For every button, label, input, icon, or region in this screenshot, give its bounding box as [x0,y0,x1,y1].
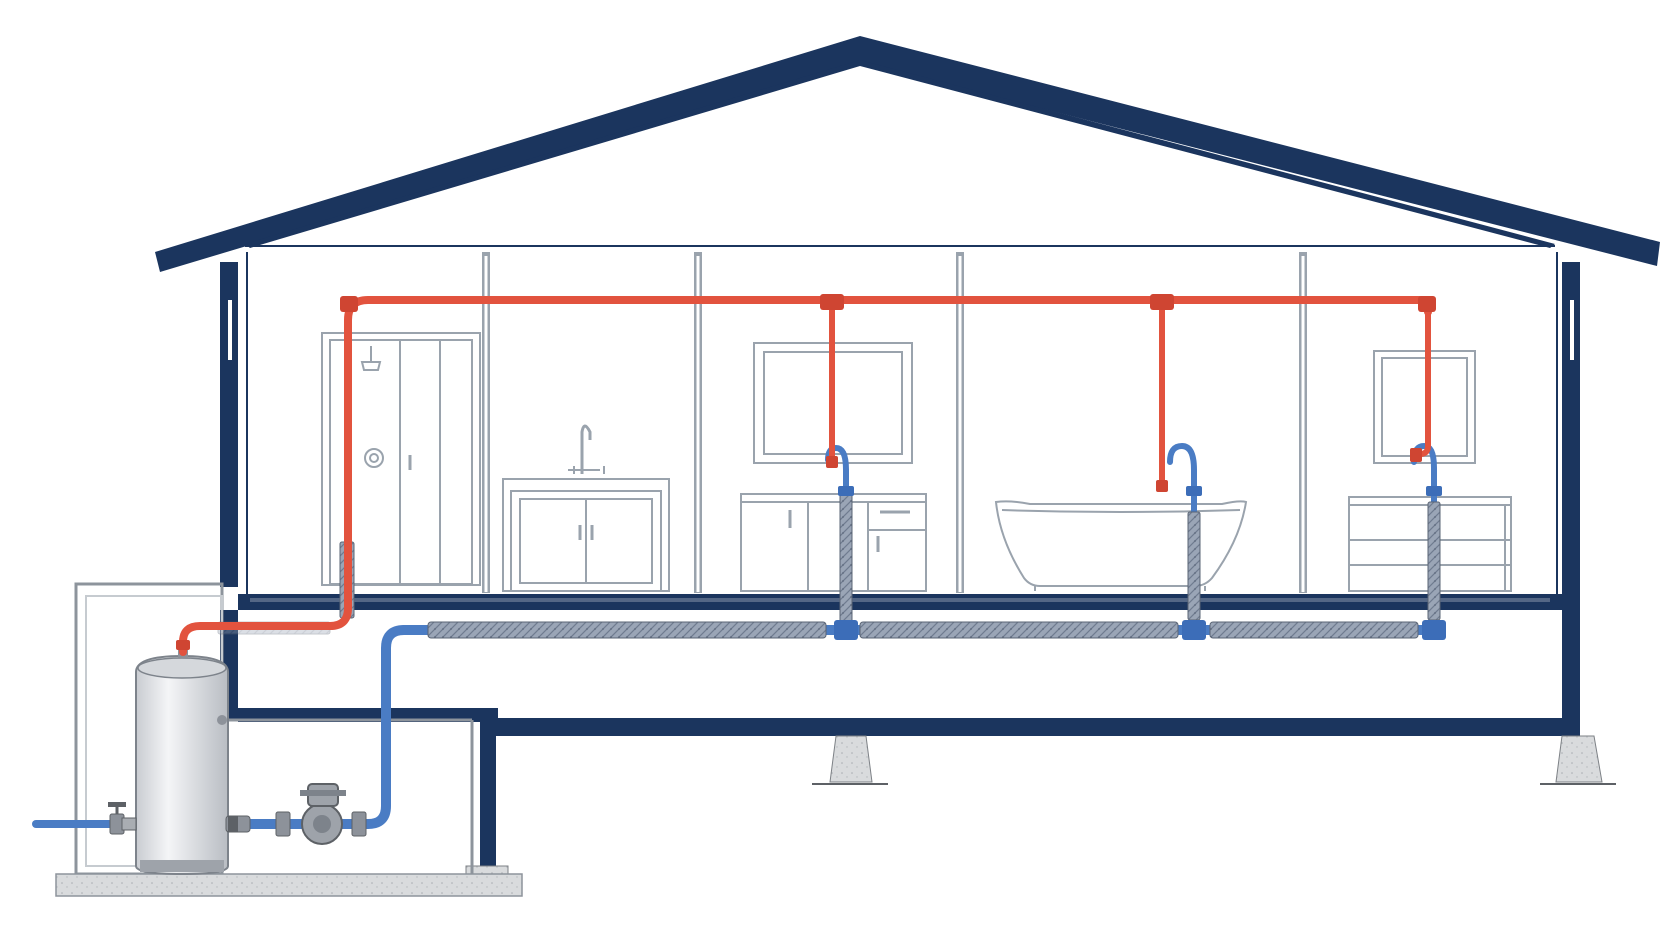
floors [238,594,1580,870]
mirror-2 [1373,350,1476,464]
main-floor-inner [250,598,1550,602]
slab [55,873,523,897]
freestanding-bathtub [994,500,1248,591]
cold-branch-1 [825,445,849,633]
roof-inner-line [245,60,1555,248]
water-heater-tank [135,644,229,876]
stem-wall [480,722,496,870]
hot-fittings [176,294,1436,650]
lower-floor [480,718,1580,736]
footing-right [1555,735,1603,783]
shower-head-icon [360,361,382,371]
roof-outer [155,36,1660,272]
circulation-pump [225,783,367,845]
faucet-icon [580,424,592,474]
left-wall-inner [228,300,232,360]
footing-center [829,735,873,783]
right-wall-inner [1570,300,1574,360]
cold-fittings [834,486,1446,640]
footings [465,735,1616,897]
roof [155,36,1660,272]
cold-riser [243,625,845,829]
walls [220,252,1580,724]
basement-ceiling-line [238,608,1562,610]
cold-branch-2 [1167,443,1197,633]
shower-enclosure [321,332,481,586]
insulation-sleeves [217,491,1441,639]
vanity-sink [502,424,670,592]
left-wall-outer [220,262,238,587]
room-divider-highlights [484,256,1305,592]
shower-valve-icon [364,448,384,468]
shutoff-valve [108,802,137,835]
right-wall-outer [1562,262,1580,724]
hot-branch-3 [1413,309,1431,457]
main-floor [238,594,1562,608]
